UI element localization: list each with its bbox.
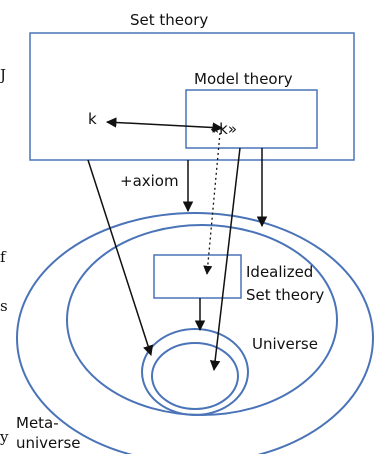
- universe-inner-ellipse: [151, 342, 239, 410]
- universe-label: Universe: [252, 335, 318, 353]
- meta-universe-ellipse: [16, 212, 374, 454]
- universe-outer-ellipse: [141, 328, 249, 416]
- k-to-code-arrow: [105, 117, 224, 133]
- code-to-idealized-dotted-arrow: [203, 132, 221, 275]
- modeltheory-to-universe-arrow: [209, 147, 241, 372]
- edge-fragment-4: y: [0, 428, 9, 446]
- model-theory-label: Model theory: [194, 70, 293, 88]
- edge-fragment-3: s: [0, 297, 8, 315]
- edge-fragment-1: J: [0, 66, 6, 84]
- k-code-label: «k»: [210, 120, 237, 138]
- edge-fragment-2: f: [0, 248, 7, 266]
- settheory-to-metauniverse-arrow: [87, 159, 154, 356]
- idealized-label-line2: Set theory: [246, 286, 324, 304]
- set-theory-label: Set theory: [130, 11, 208, 29]
- idealized-label-line1: Idealized: [246, 263, 313, 281]
- idealized-universe-ellipse: [66, 224, 338, 416]
- set-theory-box: [29, 32, 355, 161]
- axiom-label: +axiom: [120, 172, 179, 190]
- k-label: k: [88, 110, 97, 128]
- meta-universe-label-line1: Meta-: [16, 414, 59, 432]
- model-theory-box: [185, 89, 318, 149]
- idealized-set-theory-box: [153, 254, 242, 299]
- meta-universe-label-line2: universe: [16, 434, 81, 452]
